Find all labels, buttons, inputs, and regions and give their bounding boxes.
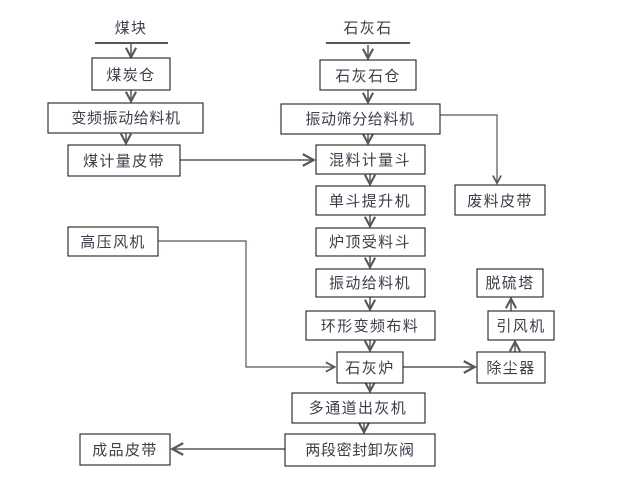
node-layer: 煤炭仓 变频振动给料机 煤计量皮带 高压风机 成品皮带 [47,57,555,467]
node-induced-draft-fan[interactable]: 引风机 [487,310,555,341]
node-dust-collector[interactable]: 除尘器 [476,351,546,384]
limestone-heading-label: 石灰石 [343,19,392,37]
node-multi-channel-ash-discharger[interactable]: 多通道出灰机 [291,392,426,424]
node-dust-collector-label: 除尘器 [486,359,535,377]
node-desulfurization-tower-label: 脱硫塔 [485,274,534,292]
node-high-pressure-fan[interactable]: 高压风机 [67,226,159,257]
node-desulfurization-tower[interactable]: 脱硫塔 [476,268,544,298]
node-vfd-vibrating-feeder-label: 变频振动给料机 [71,109,180,127]
node-furnace-top-hopper[interactable]: 炉顶受料斗 [315,227,426,257]
node-product-belt-label: 成品皮带 [92,441,158,459]
connector-screen-feeder-to-waste-belt [440,114,497,183]
node-vibrating-feeder[interactable]: 振动给料机 [315,268,426,298]
node-bucket-elevator[interactable]: 单斗提升机 [315,185,426,216]
node-bucket-elevator-label: 单斗提升机 [329,192,411,210]
heading-layer: 煤块 石灰石 [95,19,410,44]
node-furnace-top-hopper-label: 炉顶受料斗 [329,233,411,251]
node-vibrating-screen-feeder[interactable]: 振动筛分给料机 [280,103,441,135]
connector-layer [126,44,515,449]
node-coal-bin-label: 煤炭仓 [106,66,155,84]
node-coal-bin[interactable]: 煤炭仓 [91,57,171,91]
node-two-stage-sealed-ash-valve-label: 两段密封卸灰阀 [305,441,414,459]
node-waste-belt[interactable]: 废料皮带 [454,184,546,216]
node-vibrating-feeder-label: 振动给料机 [329,274,411,292]
node-lime-kiln[interactable]: 石灰炉 [336,351,404,384]
node-ring-vfd-distributor[interactable]: 环形变频布料 [305,310,436,341]
node-two-stage-sealed-ash-valve[interactable]: 两段密封卸灰阀 [284,433,436,467]
node-limestone-bin-label: 石灰石仓 [335,67,401,85]
node-mix-weigh-hopper-label: 混料计量斗 [329,151,411,169]
node-product-belt[interactable]: 成品皮带 [79,433,171,466]
node-limestone-bin[interactable]: 石灰石仓 [319,59,417,91]
node-coal-weigh-belt[interactable]: 煤计量皮带 [67,144,181,177]
node-vibrating-screen-feeder-label: 振动筛分给料机 [305,110,414,128]
node-ring-vfd-distributor-label: 环形变频布料 [321,317,419,335]
node-waste-belt-label: 废料皮带 [467,192,533,210]
node-vfd-vibrating-feeder[interactable]: 变频振动给料机 [47,102,204,134]
node-lime-kiln-label: 石灰炉 [345,359,394,377]
node-coal-weigh-belt-label: 煤计量皮带 [83,152,165,170]
connector-fan-to-kiln [158,240,334,367]
node-high-pressure-fan-label: 高压风机 [80,233,146,251]
coal-heading-label: 煤块 [115,19,148,37]
node-mix-weigh-hopper[interactable]: 混料计量斗 [315,144,426,175]
node-induced-draft-fan-label: 引风机 [496,317,545,335]
node-multi-channel-ash-discharger-label: 多通道出灰机 [309,399,407,417]
